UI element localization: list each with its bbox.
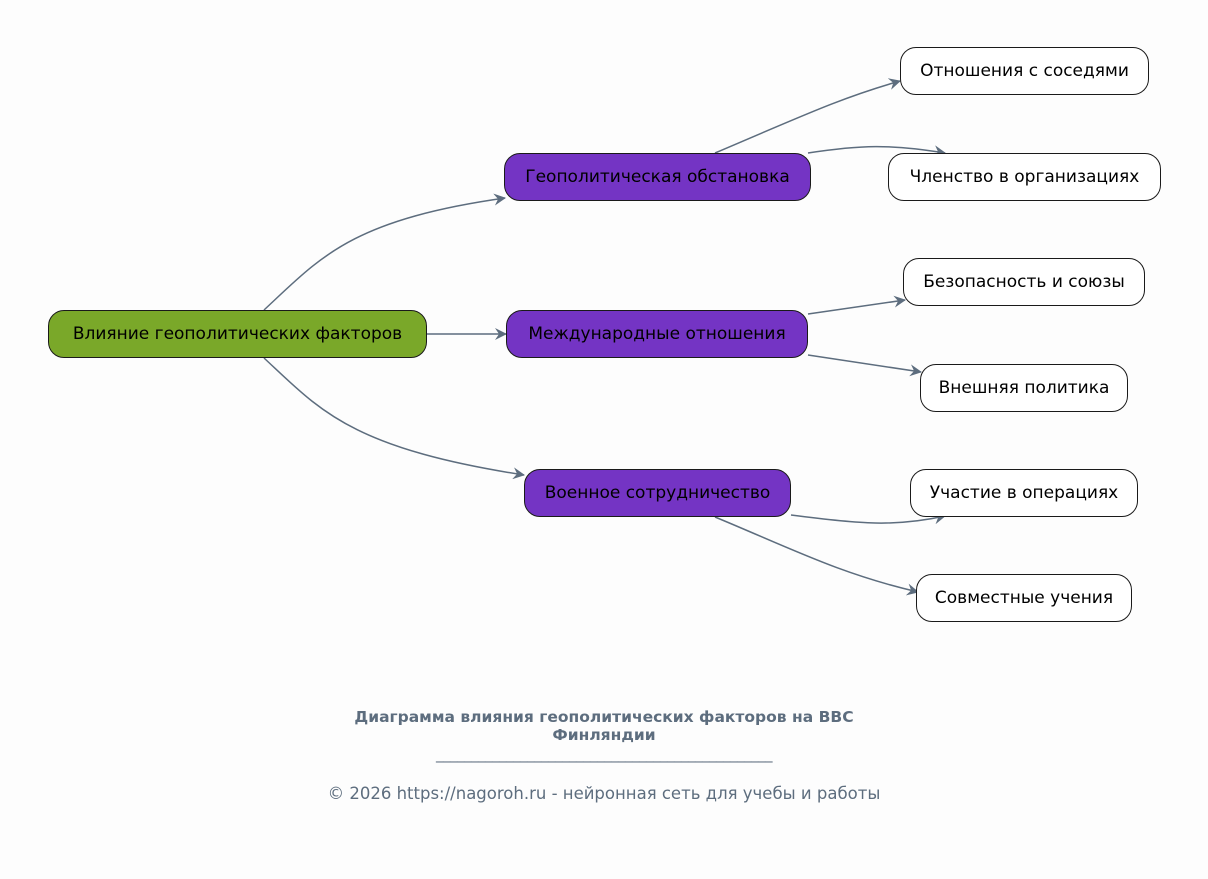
node-label: Членство в организациях <box>909 167 1140 187</box>
edge-intl-2 <box>807 354 922 377</box>
edge-intl-1 <box>807 295 906 315</box>
node-label: Внешняя политика <box>938 378 1110 398</box>
edge-mil-2 <box>714 516 919 596</box>
node-foreign-policy: Внешняя политика <box>920 364 1128 412</box>
node-label: Безопасность и союзы <box>923 272 1125 292</box>
node-label: Отношения с соседями <box>920 61 1129 81</box>
node-neighbor-relations: Отношения с соседями <box>900 47 1149 95</box>
node-label: Совместные учения <box>934 588 1114 608</box>
node-organization-membership: Членство в организациях <box>888 153 1161 201</box>
node-security-alliances: Безопасность и союзы <box>903 258 1145 306</box>
node-military-cooperation: Военное сотрудничество <box>524 469 791 517</box>
node-international-relations: Международные отношения <box>506 310 808 358</box>
edge-mil-1 <box>790 512 946 525</box>
node-label: Геополитическая обстановка <box>525 167 790 187</box>
node-label: Международные отношения <box>528 324 786 344</box>
node-root: Влияние геополитических факторов <box>48 310 427 358</box>
diagram-title: Диаграмма влияния геополитических фактор… <box>0 708 1208 744</box>
node-label: Военное сотрудничество <box>544 483 771 503</box>
edge-geo-1 <box>714 78 901 154</box>
node-root-label: Влияние геополитических факторов <box>72 324 403 344</box>
diagram-title-text: Диаграмма влияния геополитических фактор… <box>354 708 854 744</box>
edge-root-mil <box>263 357 525 480</box>
edge-root-geo <box>263 193 506 311</box>
node-geopolitical-situation: Геополитическая обстановка <box>504 153 811 201</box>
divider-rule: ________________________________________… <box>436 745 773 763</box>
node-operations-participation: Участие в операциях <box>910 469 1138 517</box>
node-label: Участие в операциях <box>929 483 1119 503</box>
copyright-text: © 2026 https://nagoroh.ru - нейронная се… <box>327 784 881 803</box>
edge-geo-2 <box>807 145 946 158</box>
node-joint-exercises: Совместные учения <box>916 574 1132 622</box>
